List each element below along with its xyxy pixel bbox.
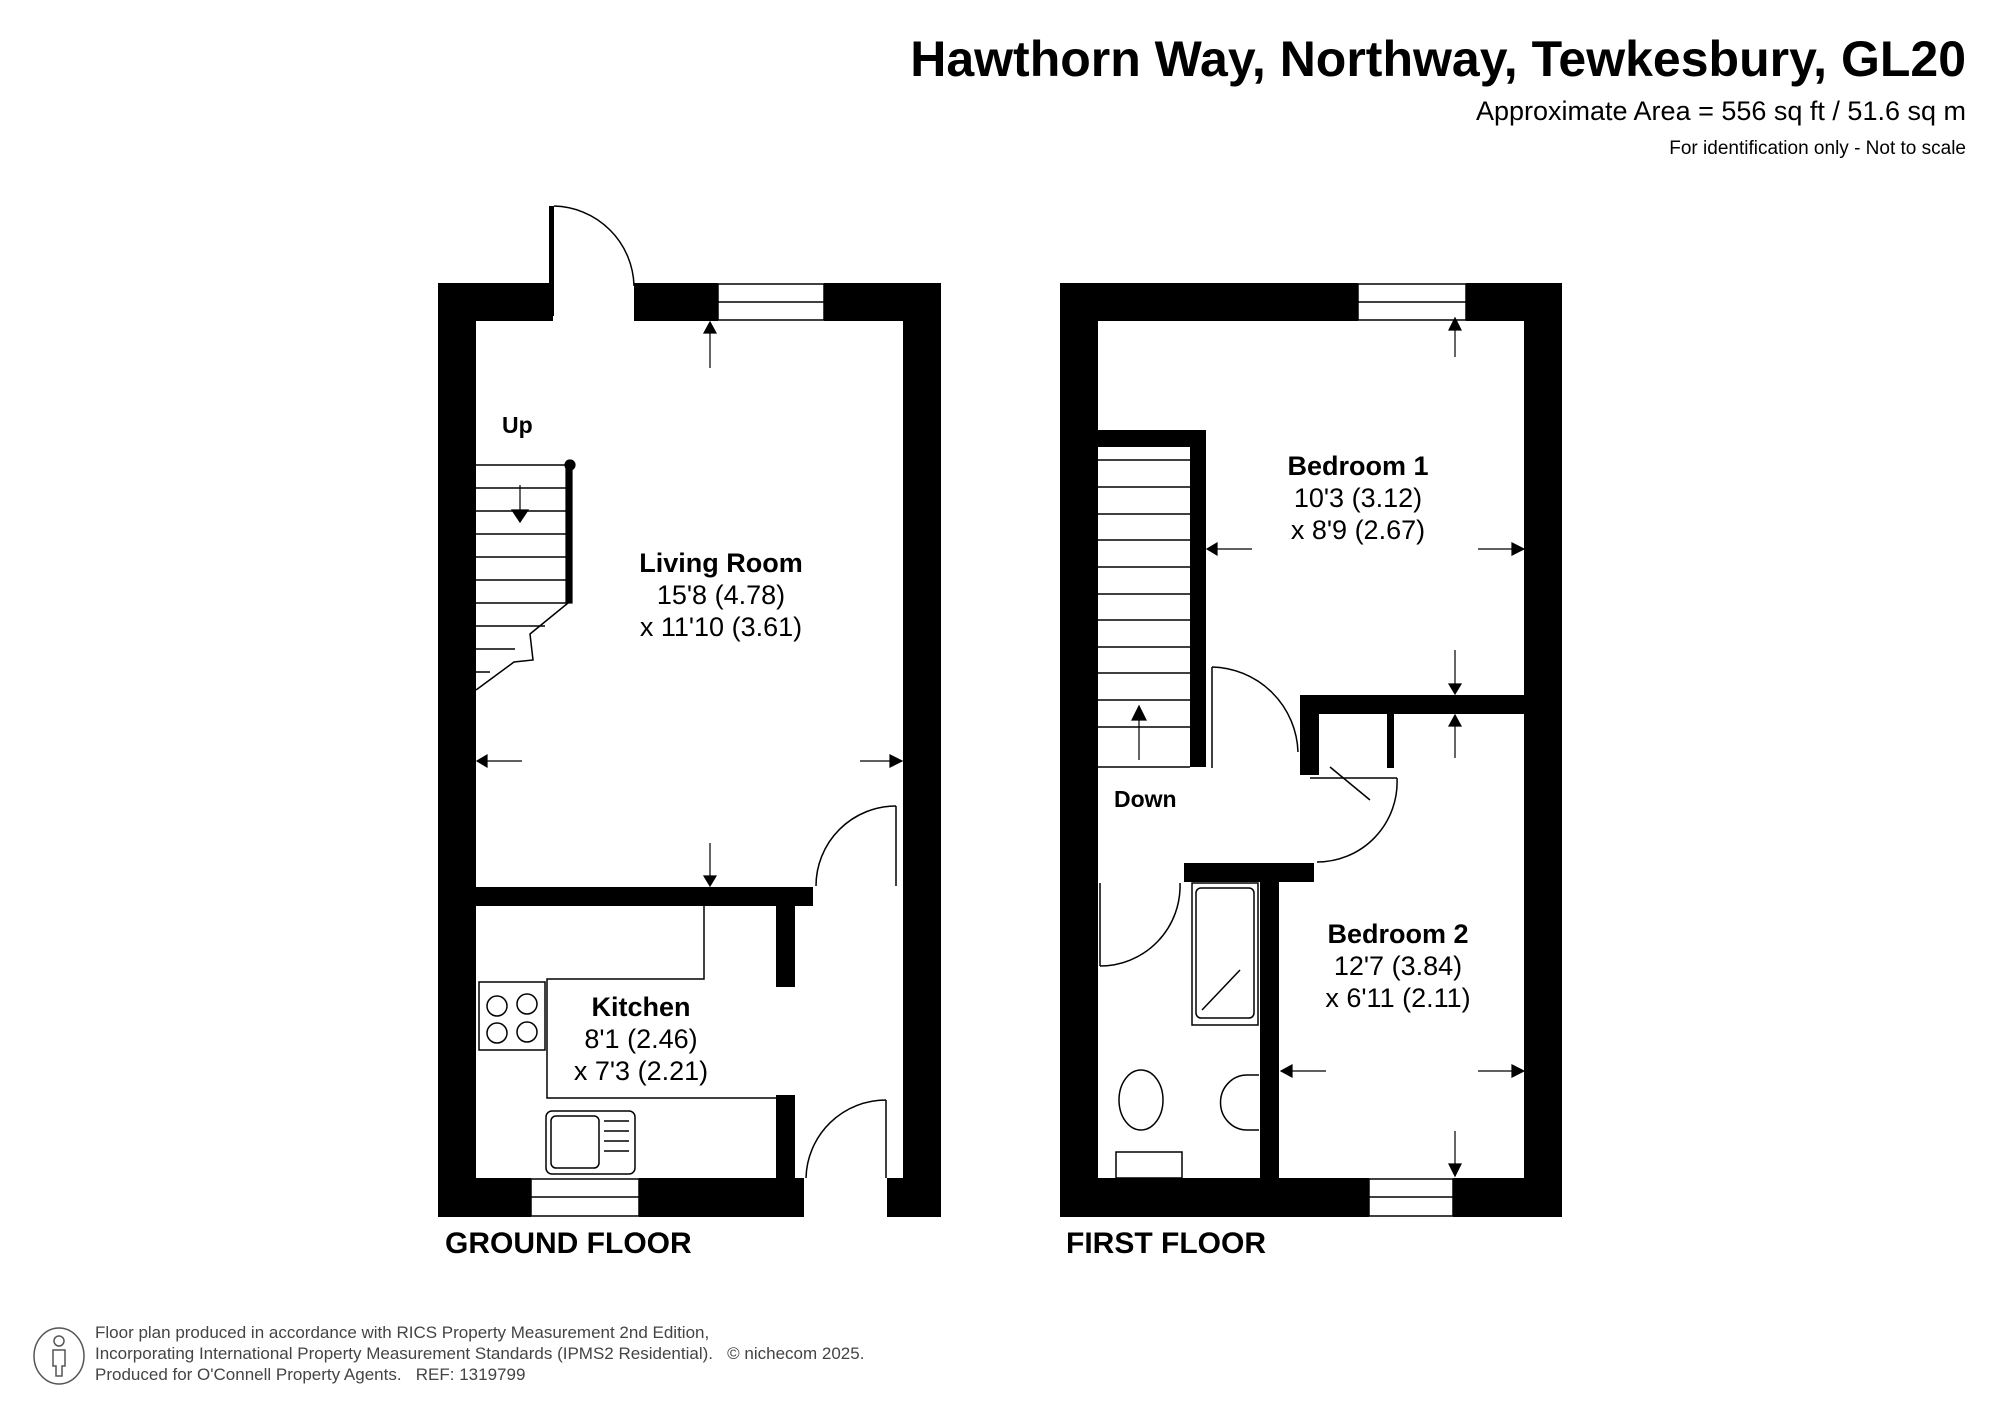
room-dim-2: x 7'3 (2.21) [573, 1056, 709, 1086]
footer-line-2: Incorporating International Property Mea… [95, 1344, 713, 1363]
room-name: Living Room [639, 548, 803, 578]
ground-floor-label: GROUND FLOOR [445, 1227, 692, 1260]
room-dim-1: 8'1 (2.46) [584, 1024, 698, 1054]
ground-floor-walls [438, 206, 941, 1217]
room-dim-1: 10'3 (3.12) [1293, 483, 1423, 513]
room-name: Kitchen [591, 992, 691, 1022]
room-dim-1: 12'7 (3.84) [1333, 951, 1463, 981]
first-floor-fixtures [1098, 283, 1467, 1217]
room-living-room: Living Room 15'8 (4.78) x 11'10 (3.61) [639, 547, 803, 643]
first-floor-walls [1060, 283, 1562, 1217]
room-bedroom-2: Bedroom 2 12'7 (3.84) x 6'11 (2.11) [1325, 918, 1470, 1014]
first-floor-dimension-arrows [1131, 316, 1526, 1178]
room-dim-2: x 6'11 (2.11) [1325, 983, 1471, 1013]
room-bedroom-1: Bedroom 1 10'3 (3.12) x 8'9 (2.67) [1287, 450, 1428, 546]
footer-line-3: Produced for O'Connell Property Agents. [95, 1365, 402, 1384]
approximate-area: Approximate Area = 556 sq ft / 51.6 sq m [1475, 96, 1966, 126]
room-dim-2: x 11'10 (3.61) [639, 612, 803, 642]
room-dim-2: x 8'9 (2.67) [1290, 515, 1426, 545]
room-name: Bedroom 2 [1327, 919, 1469, 949]
scale-note: For identification only - Not to scale [1669, 138, 1966, 159]
reference-number: REF: 1319799 [415, 1365, 526, 1384]
first-floor-label: FIRST FLOOR [1066, 1227, 1266, 1260]
stairs-up-label: Up [502, 412, 533, 438]
ground-floor-fixtures [475, 205, 897, 1217]
footer-line-1: Floor plan produced in accordance with R… [95, 1323, 710, 1342]
footer-text: Floor plan produced in accordance with R… [95, 1322, 864, 1385]
copyright: © nichecom 2025. [727, 1344, 865, 1363]
person-icon [33, 1327, 85, 1385]
room-dim-1: 15'8 (4.78) [656, 580, 786, 610]
ground-floor-dimension-arrows [475, 320, 904, 888]
room-name: Bedroom 1 [1287, 451, 1429, 481]
room-kitchen: Kitchen 8'1 (2.46) x 7'3 (2.21) [574, 991, 708, 1087]
property-title: Hawthorn Way, Northway, Tewkesbury, GL20 [910, 31, 1966, 87]
stairs-down-label: Down [1114, 786, 1177, 812]
